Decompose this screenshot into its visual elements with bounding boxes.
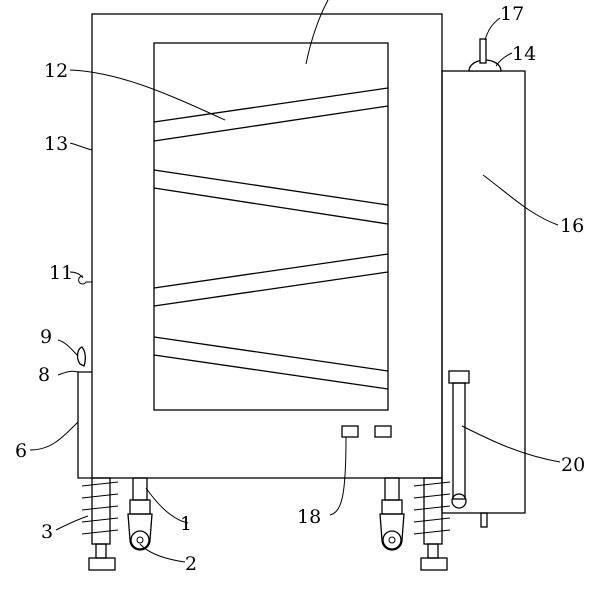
label-6: 6 [15, 440, 27, 462]
label-12: 12 [44, 60, 68, 82]
shelf-2 [153, 169, 389, 225]
label-13: 13 [44, 133, 68, 155]
control-button-left [341, 425, 359, 438]
caster-right [379, 477, 405, 551]
hook [78, 275, 92, 285]
label-14: 14 [512, 43, 536, 65]
shelf-3 [153, 253, 389, 307]
top-pipe [479, 38, 487, 64]
shelf-4 [153, 336, 389, 390]
label-17: 17 [500, 3, 524, 25]
handle-rod [452, 382, 466, 500]
label-8: 8 [38, 364, 50, 386]
side-box [441, 70, 526, 514]
label-1: 1 [180, 513, 192, 535]
label-3: 3 [41, 521, 53, 543]
label-2: 2 [185, 553, 197, 575]
label-20: 20 [561, 454, 585, 476]
label-18: 18 [297, 506, 321, 528]
drain-pipe [480, 512, 488, 528]
caster-left [127, 477, 153, 551]
handle-wheel [451, 493, 467, 509]
label-11: 11 [49, 262, 73, 284]
spring-left [81, 477, 119, 571]
cabinet-body [91, 13, 443, 479]
latch [76, 346, 86, 367]
label-9: 9 [40, 326, 52, 348]
spring-right [413, 477, 451, 571]
control-button-right [374, 425, 392, 438]
label-16: 16 [560, 215, 584, 237]
left-bracket [77, 371, 92, 479]
shelf-1 [153, 87, 389, 142]
viewing-window [153, 42, 389, 411]
handle-cap [448, 370, 470, 384]
leader-lines [29, 0, 561, 563]
